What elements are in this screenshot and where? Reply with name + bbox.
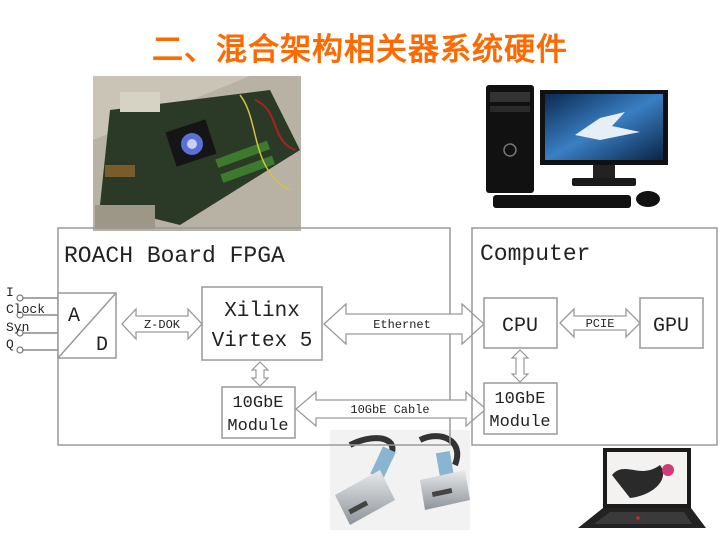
roach-board-photo bbox=[93, 76, 301, 231]
computer-gbe-label-line1: 10GbE bbox=[494, 390, 545, 409]
computer-label: Computer bbox=[480, 241, 590, 267]
input-label-i: I bbox=[6, 285, 14, 300]
pcie-label: PCIE bbox=[586, 317, 615, 331]
computer-gbe-module-box bbox=[483, 382, 558, 435]
ethernet-label: Ethernet bbox=[373, 318, 431, 332]
desktop-computer-photo bbox=[486, 85, 668, 208]
computer-box bbox=[471, 227, 718, 446]
roach-gbe-label-line1: 10GbE bbox=[232, 394, 283, 413]
input-label-syn: Syn bbox=[6, 320, 29, 335]
computer-gbe-label-line2: Module bbox=[489, 413, 550, 432]
adc-d-label: D bbox=[96, 334, 108, 357]
gpu-label: GPU bbox=[653, 315, 689, 338]
roach-board-label: ROACH Board FPGA bbox=[64, 243, 285, 269]
slide-title: 二、混合架构相关器系统硬件 bbox=[152, 32, 568, 68]
cpu-gbe-arrow bbox=[510, 349, 530, 383]
adc-divider bbox=[57, 292, 117, 359]
xilinx-label-line2: Virtex 5 bbox=[212, 330, 313, 353]
xilinx-gbe-arrow bbox=[250, 361, 270, 387]
roach-gbe-label-line2: Module bbox=[227, 417, 288, 436]
roach-gbe-module-box bbox=[221, 386, 296, 439]
zdok-label: Z-DOK bbox=[144, 318, 181, 332]
10gbe-cable-photo bbox=[330, 430, 470, 530]
gpu-box bbox=[639, 297, 704, 349]
input-label-q: Q bbox=[6, 337, 14, 352]
xilinx-box bbox=[201, 286, 323, 361]
laptop-photo bbox=[578, 448, 706, 528]
input-lines bbox=[16, 294, 60, 354]
input-label-clock: Clock bbox=[6, 302, 45, 317]
cpu-box bbox=[483, 297, 558, 349]
adc-a-label: A bbox=[68, 305, 80, 328]
cable-label: 10GbE Cable bbox=[350, 403, 429, 417]
xilinx-label-line1: Xilinx bbox=[224, 300, 300, 323]
cpu-label: CPU bbox=[502, 315, 538, 338]
